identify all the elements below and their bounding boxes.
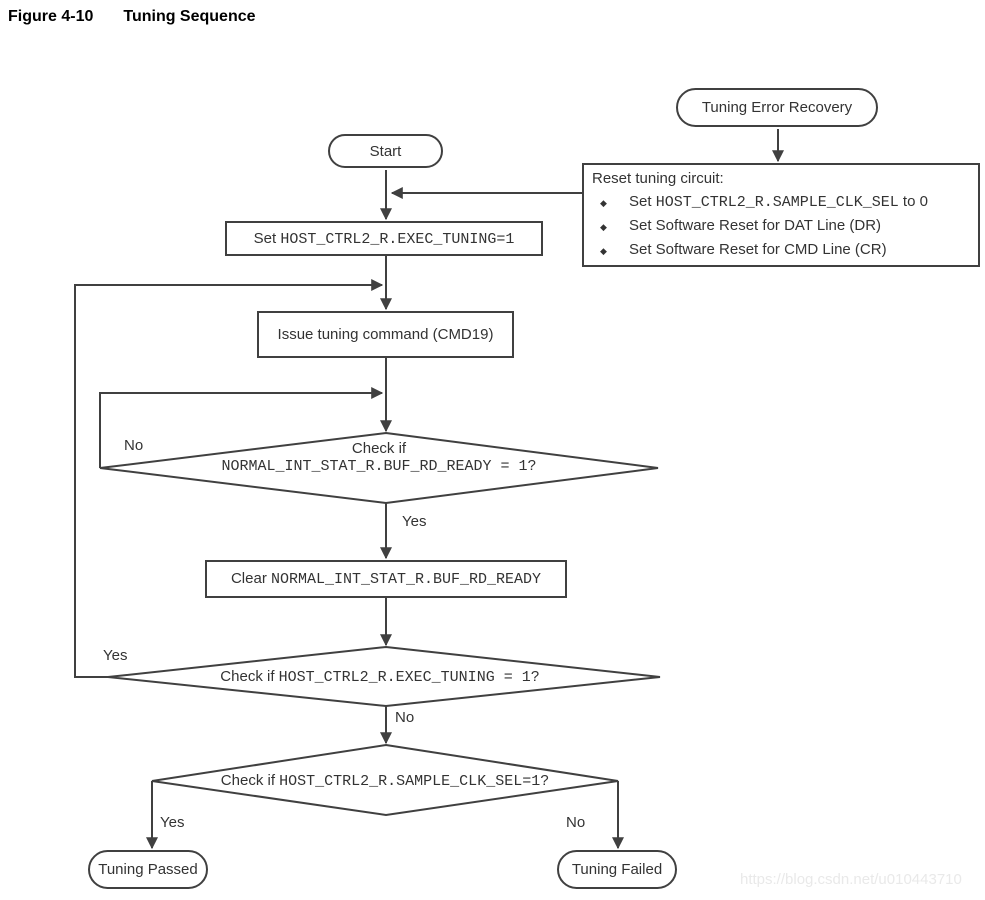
terminal-tuning-failed: Tuning Failed <box>557 850 677 889</box>
reset-bullet-row: ◆ Set Software Reset for DAT Line (DR) <box>592 217 972 236</box>
edge-buf-rd-ready-no-loop <box>99 387 384 468</box>
figure-number: Figure 4-10 <box>8 8 94 25</box>
figure-caption: Tuning Sequence <box>123 8 256 25</box>
reset-bullet-prefix: Set <box>629 193 656 210</box>
decision-check-buf-rd-ready-text: Check if NORMAL_INT_STAT_R.BUF_RD_READY … <box>100 440 658 476</box>
edge-exec-tuning-yes-loop <box>74 279 384 678</box>
check-clk-prefix: Check if <box>220 772 280 789</box>
process-reset-tuning-circuit: Reset tuning circuit: ◆ Set HOST_CTRL2_R… <box>582 163 980 267</box>
terminal-tuning-passed: Tuning Passed <box>88 850 208 889</box>
process-set-exec-tuning: Set HOST_CTRL2_R.EXEC_TUNING=1 <box>225 221 543 256</box>
figure-title: Figure 4-10 Tuning Sequence <box>8 8 256 26</box>
terminal-tuning-error-recovery: Tuning Error Recovery <box>676 88 878 127</box>
bullet-diamond-icon: ◆ <box>600 198 607 208</box>
label-exec-tuning-no: No <box>395 709 415 726</box>
clear-prefix: Clear <box>230 570 271 587</box>
check-clk-code: HOST_CTRL2_R.SAMPLE_CLK_SEL=1? <box>279 773 550 790</box>
terminal-start: Start <box>328 134 443 168</box>
bullet-diamond-icon: ◆ <box>600 222 607 232</box>
reset-bullet-row: ◆ Set Software Reset for CMD Line (CR) <box>592 241 972 260</box>
reset-bullet-code: HOST_CTRL2_R.SAMPLE_CLK_SEL <box>655 194 899 211</box>
process-set-exec-tuning-text: Set HOST_CTRL2_R.EXEC_TUNING=1 <box>254 230 515 248</box>
check-exec-code: HOST_CTRL2_R.EXEC_TUNING = 1? <box>278 669 540 686</box>
label-buf-rd-ready-no: No <box>124 437 144 454</box>
reset-bullet-text: Set Software Reset for CMD Line (CR) <box>629 241 887 258</box>
diamond-check-exec-tuning <box>107 645 661 708</box>
set-exec-prefix: Set <box>253 229 281 247</box>
label-exec-tuning-yes: Yes <box>103 647 128 664</box>
terminal-start-label: Start <box>369 142 402 160</box>
label-sample-clk-yes: Yes <box>160 814 185 831</box>
terminal-tuning-failed-label: Tuning Failed <box>571 861 663 878</box>
set-exec-code: HOST_CTRL2_R.EXEC_TUNING=1 <box>280 230 515 248</box>
terminal-tuning-passed-label: Tuning Passed <box>98 861 198 878</box>
clear-code: NORMAL_INT_STAT_R.BUF_RD_READY <box>270 571 542 588</box>
reset-bullet-text: Set HOST_CTRL2_R.SAMPLE_CLK_SEL to 0 <box>629 193 928 211</box>
reset-bullet-suffix: to 0 <box>898 193 928 210</box>
process-clear-text: Clear NORMAL_INT_STAT_R.BUF_RD_READY <box>231 570 541 588</box>
process-issue-tuning-command: Issue tuning command (CMD19) <box>257 311 514 358</box>
watermark-url: https://blog.csdn.net/u010443710 <box>740 871 962 888</box>
diamond-check-buf-rd-ready <box>99 431 659 505</box>
label-buf-rd-ready-yes: Yes <box>402 513 427 530</box>
decision-check-exec-tuning-text: Check if HOST_CTRL2_R.EXEC_TUNING = 1? <box>100 668 660 687</box>
reset-bullet-text: Set Software Reset for DAT Line (DR) <box>629 217 882 234</box>
diamond-check-sample-clk-sel <box>151 743 619 817</box>
reset-bullet-row: ◆ Set HOST_CTRL2_R.SAMPLE_CLK_SEL to 0 <box>592 193 972 212</box>
bullet-diamond-icon: ◆ <box>600 246 607 256</box>
check-exec-prefix: Check if <box>220 668 279 685</box>
check-buf-code: NORMAL_INT_STAT_R.BUF_RD_READY = 1? <box>221 458 537 475</box>
decision-check-sample-clk-sel-text: Check if HOST_CTRL2_R.SAMPLE_CLK_SEL=1? <box>152 772 618 791</box>
terminal-tuning-error-recovery-label: Tuning Error Recovery <box>701 99 853 116</box>
label-sample-clk-no: No <box>566 814 586 831</box>
check-buf-line1: Check if <box>351 440 407 457</box>
process-issue-tuning-command-label: Issue tuning command (CMD19) <box>277 326 494 343</box>
process-clear-buf-rd-ready: Clear NORMAL_INT_STAT_R.BUF_RD_READY <box>205 560 567 598</box>
reset-heading: Reset tuning circuit: <box>592 170 724 187</box>
